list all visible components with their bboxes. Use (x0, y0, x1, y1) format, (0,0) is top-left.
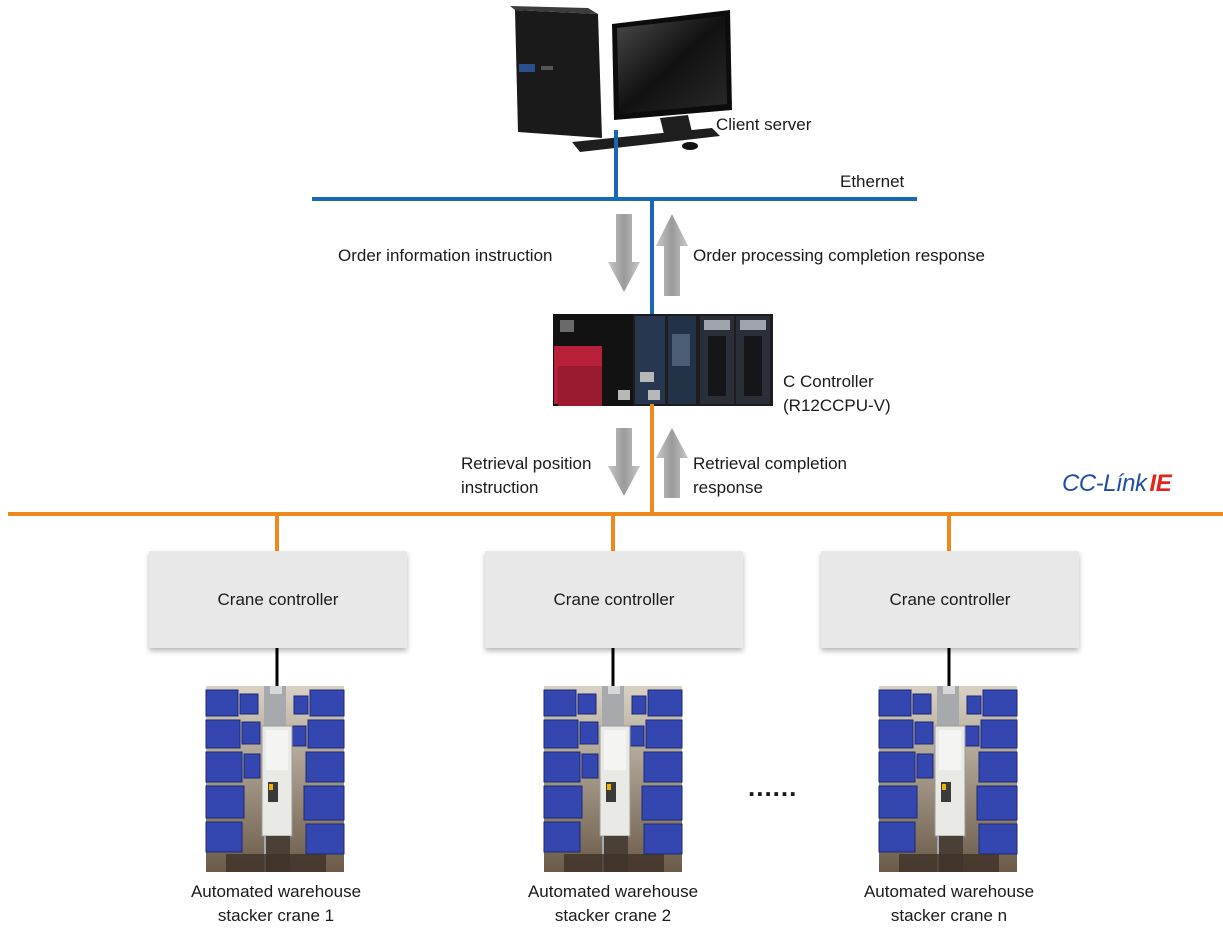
crane-caption-line1: Automated warehouse (863, 882, 1035, 901)
retrieval-response-arrow (656, 428, 688, 498)
stacker-crane-photo-icon (878, 685, 1018, 873)
retrieval-instruction-arrow (608, 428, 640, 496)
crane-caption-1: Automated warehouse stacker crane 1 (146, 880, 406, 928)
retrieval-instruction-label-2: instruction (461, 478, 539, 497)
client-server-label: Client server (716, 115, 812, 134)
crane-controller-label: Crane controller (889, 589, 1011, 609)
ethernet-network (312, 130, 917, 318)
crane-controller-box-3: Crane controller (821, 551, 1079, 648)
crane-controller-box-1: Crane controller (149, 551, 407, 648)
crane-controller-label: Crane controller (553, 589, 675, 609)
order-response-arrow (656, 214, 688, 296)
more-cranes-ellipsis: ...... (748, 772, 798, 802)
cclink-logo-suffix: IE (1149, 470, 1172, 497)
crane-controller-box-2: Crane controller (485, 551, 743, 648)
controller-model-label: (R12CCPU-V) (783, 396, 891, 415)
crane-links (275, 648, 951, 686)
retrieval-instruction-label-1: Retrieval position (461, 454, 592, 473)
crane-caption-2: Automated warehouse stacker crane 2 (483, 880, 743, 928)
cclink-ie-network (8, 404, 1223, 551)
crane-caption-line2: stacker crane n (890, 906, 1008, 925)
crane-caption-line1: Automated warehouse (527, 882, 699, 901)
plc-controller-icon (553, 314, 773, 406)
order-instruction-label: Order information instruction (338, 246, 553, 265)
crane-caption-3: Automated warehouse stacker crane n (819, 880, 1079, 928)
order-response-label: Order processing completion response (693, 246, 985, 265)
crane-controller-label: Crane controller (217, 589, 339, 609)
stacker-crane-photo-icon (543, 685, 683, 873)
crane-caption-line2: stacker crane 1 (217, 906, 335, 925)
crane-caption-line2: stacker crane 2 (554, 906, 672, 925)
desktop-computer-icon (510, 6, 732, 152)
cclink-logo-prefix: CC-Línk (1062, 470, 1147, 497)
controller-name-label: C Controller (783, 372, 874, 391)
order-instruction-arrow (608, 214, 640, 292)
ethernet-label: Ethernet (840, 172, 905, 191)
retrieval-response-label-2: response (693, 478, 763, 497)
stacker-crane-photo-icon (205, 685, 345, 873)
retrieval-response-label-1: Retrieval completion (693, 454, 848, 473)
crane-caption-line1: Automated warehouse (190, 882, 362, 901)
